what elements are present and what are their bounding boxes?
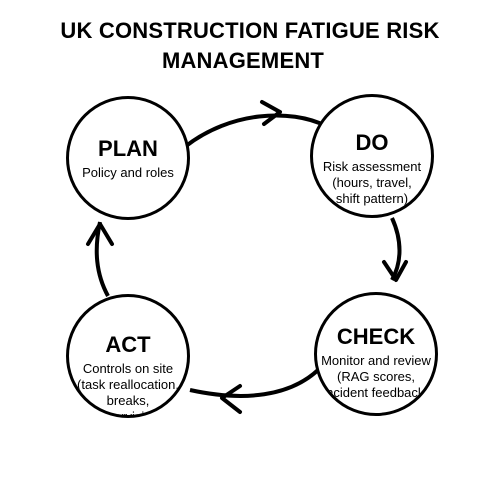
- plan-heading: PLAN: [98, 136, 158, 161]
- act-line-1: Controls on site: [82, 361, 174, 376]
- plan-line-1: Policy and roles: [82, 165, 174, 180]
- act-description: Controls on site (task reallocation, bre…: [69, 361, 187, 418]
- check-node: CHECK Monitor and review (RAG scores, in…: [314, 292, 438, 416]
- plan-node: PLAN Policy and roles: [66, 96, 190, 220]
- check-description: Monitor and review (RAG scores, incident…: [317, 353, 435, 401]
- arrow-right-icon: [260, 100, 282, 126]
- check-line-2: (RAG scores,: [336, 369, 415, 384]
- act-line-2: (task reallocation,: [77, 377, 179, 392]
- act-heading: ACT: [105, 332, 151, 357]
- do-node: DO Risk assessment (hours, travel, shift…: [310, 94, 434, 218]
- diagram-title: UK CONSTRUCTION FATIGUE RISK MANAGEMENT: [0, 16, 500, 76]
- do-line-2: (hours, travel,: [332, 175, 412, 190]
- title-line-1: UK CONSTRUCTION FATIGUE RISK: [60, 18, 440, 43]
- arrow-up-icon: [86, 222, 114, 246]
- check-line-1: Monitor and review: [321, 353, 431, 368]
- title-line-2: MANAGEMENT: [161, 48, 325, 73]
- arrow-down-icon: [382, 260, 408, 282]
- act-line-4: supervision): [92, 409, 164, 418]
- arrow-do-to-check: [390, 217, 402, 281]
- check-heading: CHECK: [336, 324, 416, 349]
- do-heading: DO: [355, 130, 389, 155]
- arrow-left-icon: [220, 384, 242, 414]
- do-line-3: shift pattern): [335, 191, 409, 206]
- check-line-3: incident feedback): [323, 385, 429, 400]
- arrow-plan-to-do: [184, 113, 327, 148]
- act-node: ACT Controls on site (task reallocation,…: [66, 294, 190, 418]
- arrow-check-to-act: [189, 368, 320, 398]
- plan-description: Policy and roles: [69, 165, 187, 181]
- do-line-1: Risk assessment: [322, 159, 422, 174]
- do-description: Risk assessment (hours, travel, shift pa…: [313, 159, 431, 207]
- act-line-3: breaks,: [106, 393, 150, 408]
